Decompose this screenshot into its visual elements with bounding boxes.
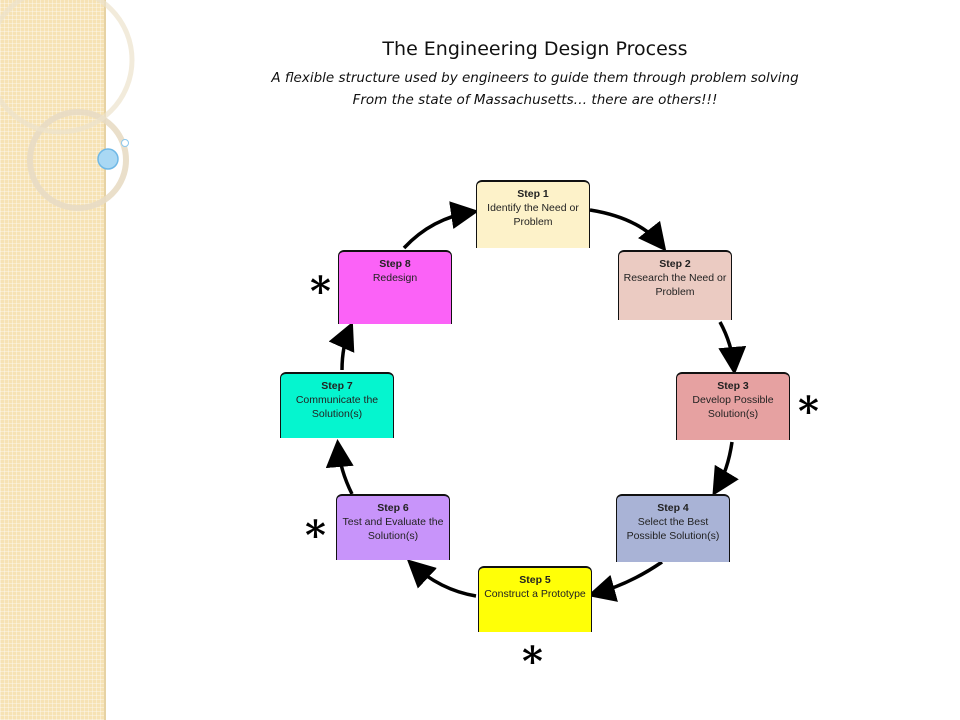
step-description: Construct a Prototype xyxy=(484,588,586,600)
page-title: The Engineering Design Process xyxy=(382,38,688,60)
step-title: Step 7 xyxy=(321,380,353,392)
step-8-box: Step 8 Redesign xyxy=(338,250,452,324)
step-title: Step 1 xyxy=(517,188,549,200)
step-description: Select the Best Possible Solution(s) xyxy=(626,516,720,542)
step-2-box: Step 2 Research the Need or Problem xyxy=(618,250,732,320)
step-description: Research the Need or Problem xyxy=(623,272,727,298)
step-description: Communicate the Solution(s) xyxy=(295,394,379,420)
step-title: Step 4 xyxy=(657,502,689,514)
arrow-step4-to-step5 xyxy=(587,560,663,602)
asterisk-marker-step-5: * xyxy=(522,638,543,685)
step-7-box: Step 7 Communicate the Solution(s) xyxy=(280,372,394,438)
decorative-circles xyxy=(0,0,135,211)
step-title: Step 3 xyxy=(717,380,749,392)
step-title: Step 8 xyxy=(379,258,411,270)
step-title: Step 2 xyxy=(659,258,691,270)
decorative-bubble xyxy=(97,148,119,170)
subtitle-source: From the state of Massachusetts… there a… xyxy=(352,92,718,108)
subtitle: A flexible structure used by engineers t… xyxy=(271,70,799,86)
step-description: Develop Possible Solution(s) xyxy=(692,394,774,420)
step-description: Identify the Need or Problem xyxy=(487,202,579,228)
arrow-step2-to-step3 xyxy=(718,321,747,375)
arrow-step6-to-step7 xyxy=(325,439,354,495)
arrow-step7-to-step8 xyxy=(328,321,355,371)
step-title: Step 6 xyxy=(377,502,409,514)
asterisk-marker-step-8: * xyxy=(310,268,331,315)
asterisk-marker-step-3: * xyxy=(798,388,819,435)
step-5-box: Step 5 Construct a Prototype xyxy=(478,566,592,632)
arrow-step5-to-step6 xyxy=(406,559,477,598)
decorative-ring-large xyxy=(0,0,135,135)
step-4-box: Step 4 Select the Best Possible Solution… xyxy=(616,494,730,562)
asterisk-marker-step-6: * xyxy=(305,512,326,559)
decorative-ring xyxy=(27,109,129,211)
step-description: Redesign xyxy=(372,272,418,284)
arrow-step3-to-step4 xyxy=(712,441,739,497)
arrow-step8-to-step1 xyxy=(402,201,479,250)
step-description: Test and Evaluate the Solution(s) xyxy=(342,516,444,542)
arrow-step1-to-step2 xyxy=(589,208,667,252)
step-title: Step 5 xyxy=(519,574,551,586)
step-1-box: Step 1 Identify the Need or Problem xyxy=(476,180,590,248)
step-6-box: Step 6 Test and Evaluate the Solution(s) xyxy=(336,494,450,560)
step-3-box: Step 3 Develop Possible Solution(s) xyxy=(676,372,790,440)
decorative-bubble-small xyxy=(121,139,129,147)
